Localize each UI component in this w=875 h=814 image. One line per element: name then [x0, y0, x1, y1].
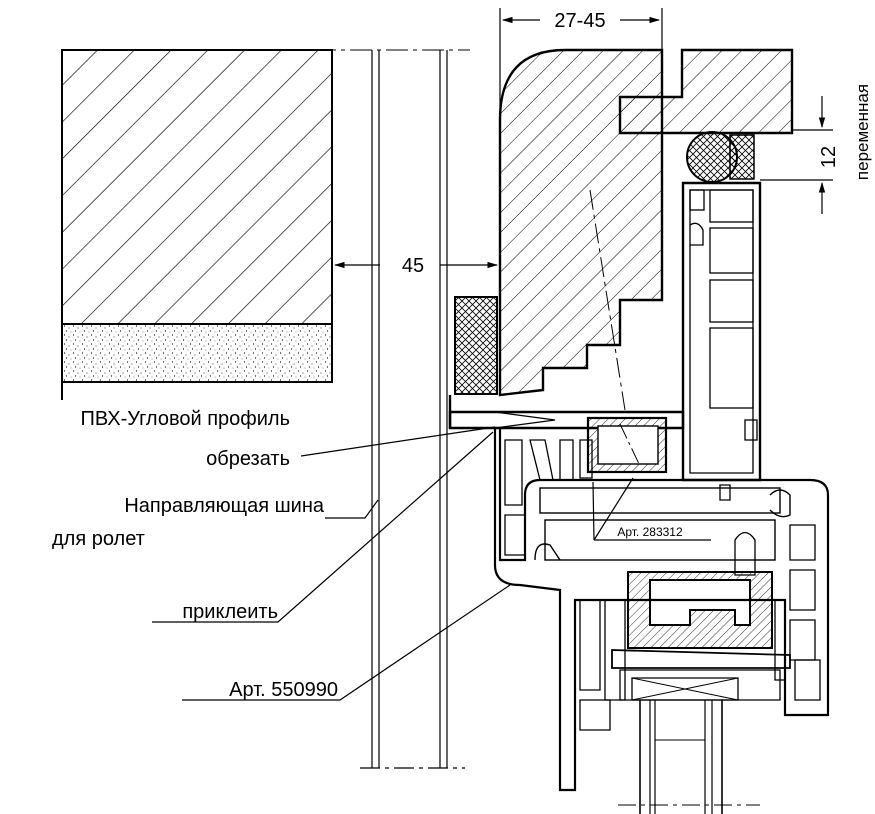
label-guide-rail-1: Направляющая шина: [124, 495, 325, 517]
dimension-right-value: 12: [818, 146, 840, 168]
label-trim: обрезать: [206, 448, 290, 470]
steel-reinforcement-upper: [586, 416, 668, 474]
seal-top: [686, 131, 755, 183]
label-art-283312: Арт. 283312: [617, 525, 683, 539]
dimension-right-label: переменная: [853, 84, 872, 180]
seal-left: [454, 296, 498, 395]
pvc-sash: [493, 428, 830, 792]
label-guide-rail-2: для ролет: [52, 528, 145, 550]
wood-block-top: [618, 48, 794, 135]
glazing-unit: [618, 700, 760, 814]
dimension-middle-label: 45: [402, 255, 424, 277]
masonry-wall: [61, 49, 470, 400]
dimension-top-label: 27-45: [554, 10, 605, 32]
guide-rail: [360, 50, 465, 769]
dimension-top: [499, 8, 663, 118]
label-art-550990: Арт. 550990: [229, 679, 338, 701]
dimension-right: [760, 96, 833, 214]
steel-reinforcement-lower: [627, 571, 773, 649]
label-corner-profile: ПВХ-Угловой профиль: [80, 408, 290, 430]
label-glue: приклеить: [182, 601, 278, 623]
wood-profile: [498, 48, 664, 411]
leader-lines: [152, 426, 711, 701]
pvc-frame: [448, 181, 762, 482]
